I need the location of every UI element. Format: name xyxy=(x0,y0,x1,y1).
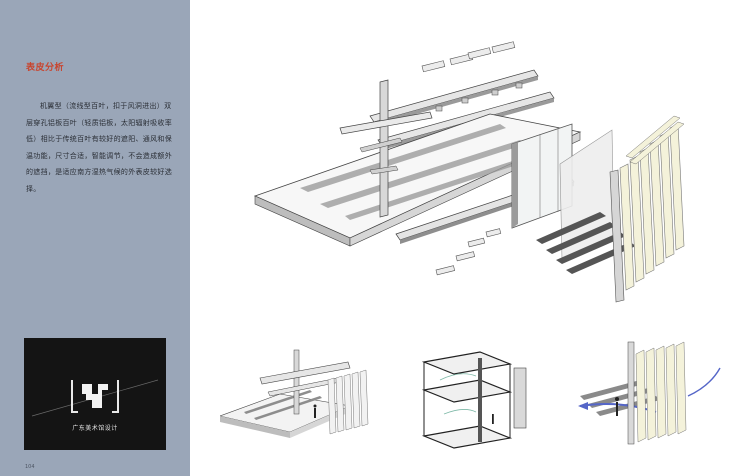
logo-emblem xyxy=(31,379,159,417)
logo-panel: 广东美术馆设计 xyxy=(24,338,166,450)
exploded-axonometric-diagram xyxy=(253,41,685,303)
section-perspective-diagram xyxy=(220,349,369,438)
sidebar-panel: 表皮分析 机翼型（流线型百叶，扣于风洞进出）双层穿孔铝板百叶（轻质铝板，太阳辐射… xyxy=(0,0,190,476)
description-text: 机翼型（流线型百叶，扣于风洞进出）双层穿孔铝板百叶（轻质铝板，太阳辐射吸收率低）… xyxy=(26,102,172,193)
louver-airflow-diagram xyxy=(578,341,721,445)
section-title: 表皮分析 xyxy=(26,63,65,73)
floor-stack-diagram xyxy=(421,351,527,449)
logo-caption: 广东美术馆设计 xyxy=(72,425,118,432)
page-number: 104 xyxy=(25,464,35,470)
